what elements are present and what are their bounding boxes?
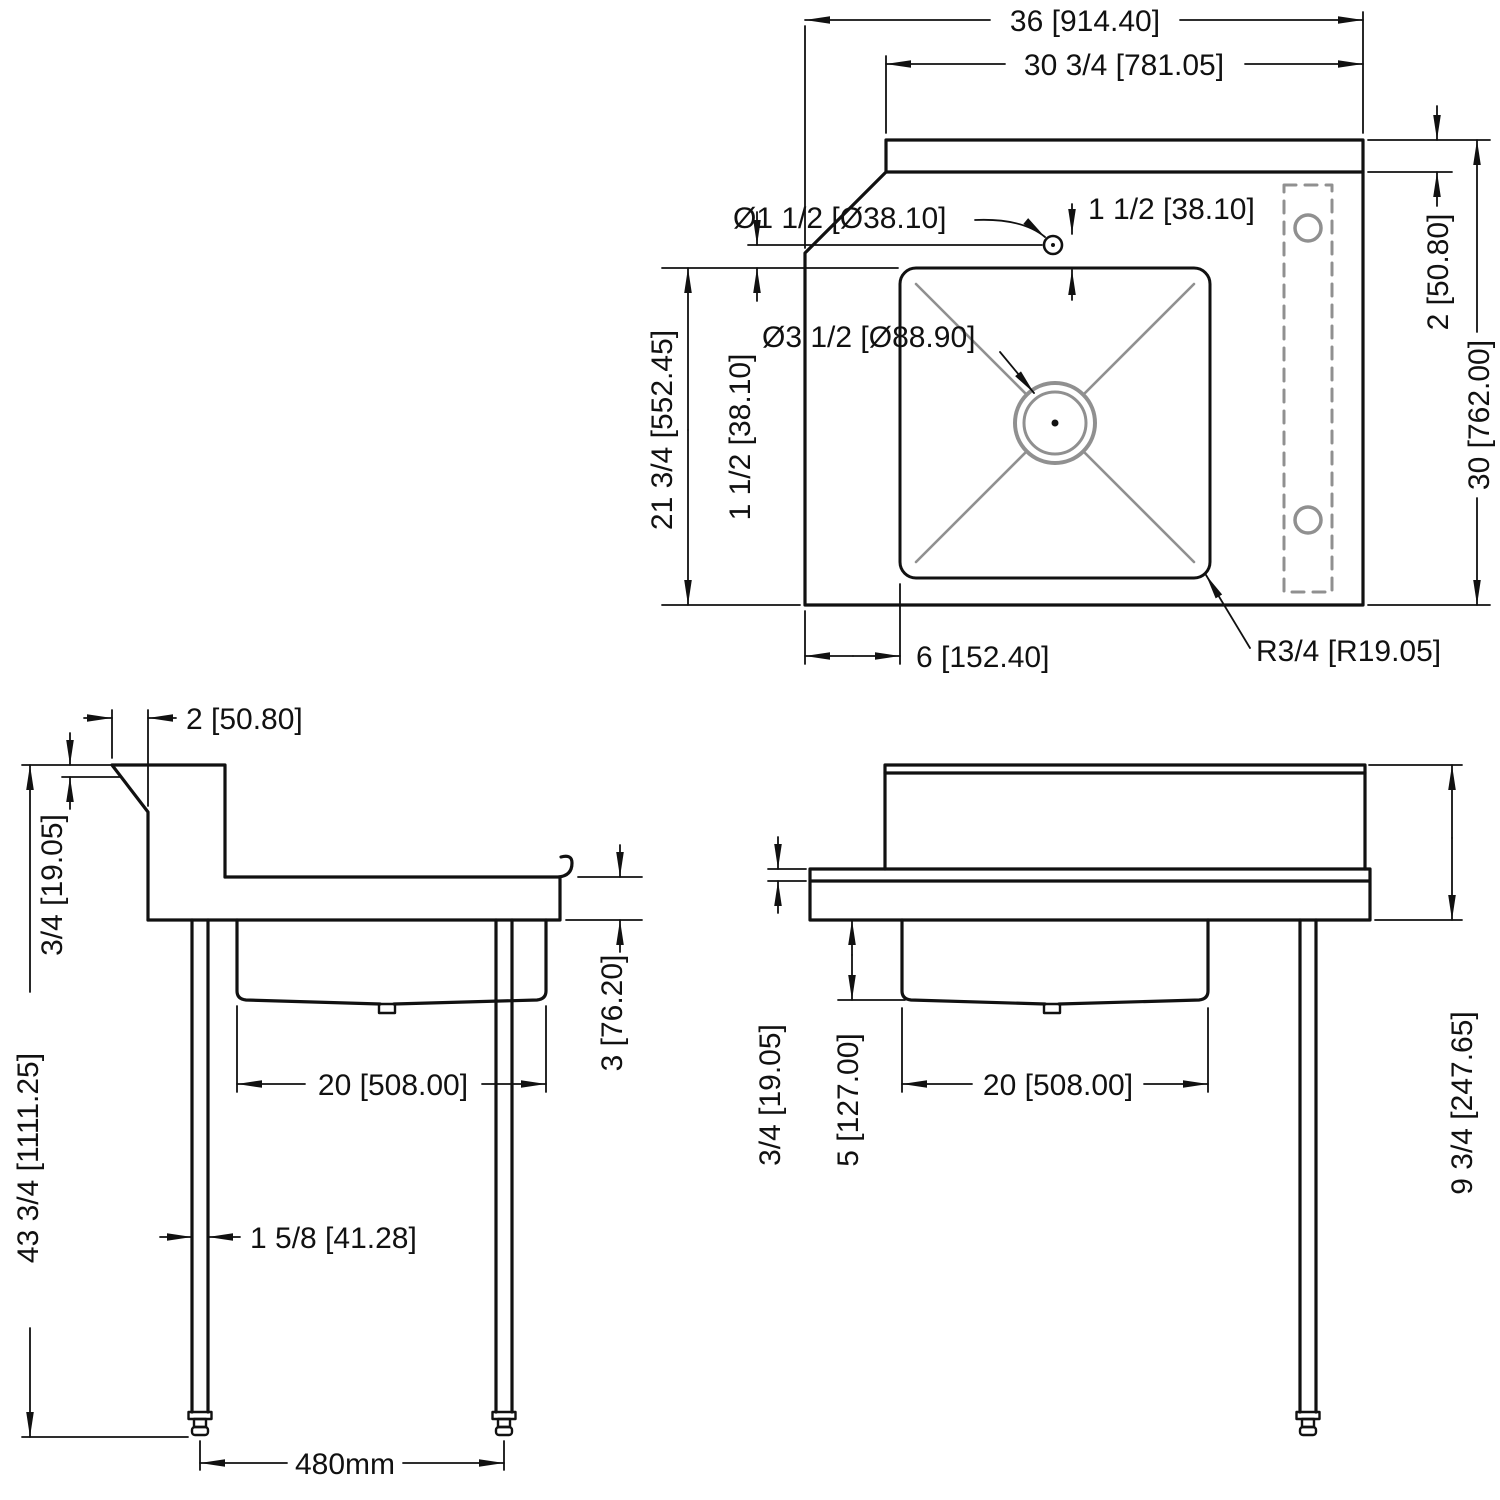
right-leg-foot xyxy=(1295,1410,1321,1437)
dim-overall-width: 36 [914.40] xyxy=(804,5,1364,249)
dim-splash-assembly-height: 9 3/4 [247.65] xyxy=(1368,764,1479,1195)
dim-label-top-thickness-front: 3/4 [19.05] xyxy=(754,1024,787,1166)
side-view: 2 [50.80] 3/4 [19.05] 43 3/4 [1111.25] 2… xyxy=(12,703,643,1481)
mount-bracket-dashed-outline xyxy=(1282,183,1334,594)
dim-leg-width: 1 5/8 [41.28] xyxy=(159,1222,417,1255)
mount-hole-top xyxy=(1293,213,1323,243)
dim-overall-depth: 30 [762.00] xyxy=(1367,139,1496,606)
leader-line xyxy=(974,218,1046,238)
dim-label-faucet-to-bowl: 1 1/2 [38.10] xyxy=(724,354,757,521)
dim-label-splash-width: 30 3/4 [781.05] xyxy=(1024,49,1224,82)
dim-faucet-to-bowl: 1 1/2 [38.10] xyxy=(724,211,1043,521)
dim-label-bowl-length-front: 20 [508.00] xyxy=(983,1069,1133,1102)
sink-bowl-profile xyxy=(235,918,548,1006)
sink-bowl-front xyxy=(900,918,1210,1006)
drain-center-dot xyxy=(1051,419,1059,427)
dim-label-faucet-offset: 1 1/2 [38.10] xyxy=(1088,193,1255,226)
dim-label-apron-height: 3 [76.20] xyxy=(596,955,629,1072)
tabletop-profile xyxy=(146,854,574,922)
dim-label-corner-radius: R3/4 [R19.05] xyxy=(1256,635,1441,668)
dim-splash-depth: 2 [50.80] xyxy=(1367,105,1491,331)
mount-hole-bottom xyxy=(1293,505,1323,535)
leader-line xyxy=(999,351,1035,394)
dim-label-overall-height: 43 3/4 [1111.25] xyxy=(12,1053,45,1263)
dim-label-top-thickness-side: 3/4 [19.05] xyxy=(36,814,69,956)
rear-leg-foot xyxy=(491,1410,517,1437)
dim-splash-width: 30 3/4 [781.05] xyxy=(885,49,1364,134)
dim-bowl-side-inset: 6 [152.40] xyxy=(804,583,1049,674)
right-leg xyxy=(1298,918,1318,1414)
dim-apron-height: 3 [76.20] xyxy=(565,844,643,1072)
dim-label-bowl-depth: 5 [127.00] xyxy=(832,1033,865,1166)
dim-label-bowl-length-side: 20 [508.00] xyxy=(318,1069,468,1102)
sink-bowl-outline xyxy=(898,266,1212,580)
dim-label-faucet-hole-dia: Ø1 1/2 [Ø38.10] xyxy=(733,202,946,235)
mount-bracket xyxy=(1282,183,1334,594)
foot-pad xyxy=(190,1425,210,1437)
drain-fitting xyxy=(377,1002,397,1015)
dim-faucet-offset: 1 1/2 [38.10] xyxy=(1068,193,1255,301)
front-leg xyxy=(190,918,210,1414)
dim-label-splash-depth: 2 [50.80] xyxy=(1422,214,1455,331)
dim-leg-spacing: 480mm xyxy=(199,1440,505,1481)
foot-pad xyxy=(1298,1425,1318,1437)
dim-drain-dia: Ø3 1/2 [Ø88.90] xyxy=(762,321,1035,394)
dim-label-bowl-side-inset: 6 [152.40] xyxy=(916,641,1049,674)
dim-splash-bend: 2 [50.80] xyxy=(83,703,303,807)
dim-label-bowl-back: 21 3/4 [552.45] xyxy=(646,330,679,530)
backsplash-front xyxy=(883,763,1367,871)
dim-label-leg-spacing: 480mm xyxy=(295,1448,395,1481)
dim-label-splash-bend: 2 [50.80] xyxy=(186,703,303,736)
dim-overall-height: 43 3/4 [1111.25] xyxy=(12,764,189,1438)
dim-bowl-length-front: 20 [508.00] xyxy=(901,1007,1209,1102)
dim-label-overall-depth: 30 [762.00] xyxy=(1463,340,1496,490)
dim-label-drain-dia: Ø3 1/2 [Ø88.90] xyxy=(762,321,975,354)
front-view: 3/4 [19.05] 5 [127.00] 20 [508.00] 9 3/4… xyxy=(754,763,1479,1437)
rear-leg xyxy=(494,918,514,1414)
tabletop-front xyxy=(808,867,1372,922)
leader-line xyxy=(1205,574,1251,649)
dim-faucet-hole-dia: Ø1 1/2 [Ø38.10] xyxy=(733,202,1046,238)
drain-inner-ring xyxy=(1022,390,1088,456)
foot-pad xyxy=(494,1425,514,1437)
dim-bowl-length-side: 20 [508.00] xyxy=(236,1005,547,1102)
drain-fitting xyxy=(1042,1002,1062,1015)
dim-top-thickness-front: 3/4 [19.05] xyxy=(754,836,807,1166)
dim-label-leg-width: 1 5/8 [41.28] xyxy=(250,1222,417,1255)
faucet-hole-center-dot xyxy=(1051,243,1055,247)
backsplash-profile xyxy=(110,763,227,922)
dim-bowl-depth: 5 [127.00] xyxy=(832,919,906,1167)
dim-corner-radius: R3/4 [R19.05] xyxy=(1205,574,1441,668)
faucet-hole xyxy=(1042,234,1064,256)
dim-bowl-back: 21 3/4 [552.45] xyxy=(646,267,899,606)
dim-label-splash-assembly-height: 9 3/4 [247.65] xyxy=(1446,1011,1479,1195)
dim-label-overall-width: 36 [914.40] xyxy=(1010,5,1160,38)
plan-view: 36 [914.40] 30 3/4 [781.05] 2 [50.80] 30… xyxy=(646,5,1496,674)
dim-top-thickness-side: 3/4 [19.05] xyxy=(36,732,121,956)
front-leg-foot xyxy=(187,1410,213,1437)
